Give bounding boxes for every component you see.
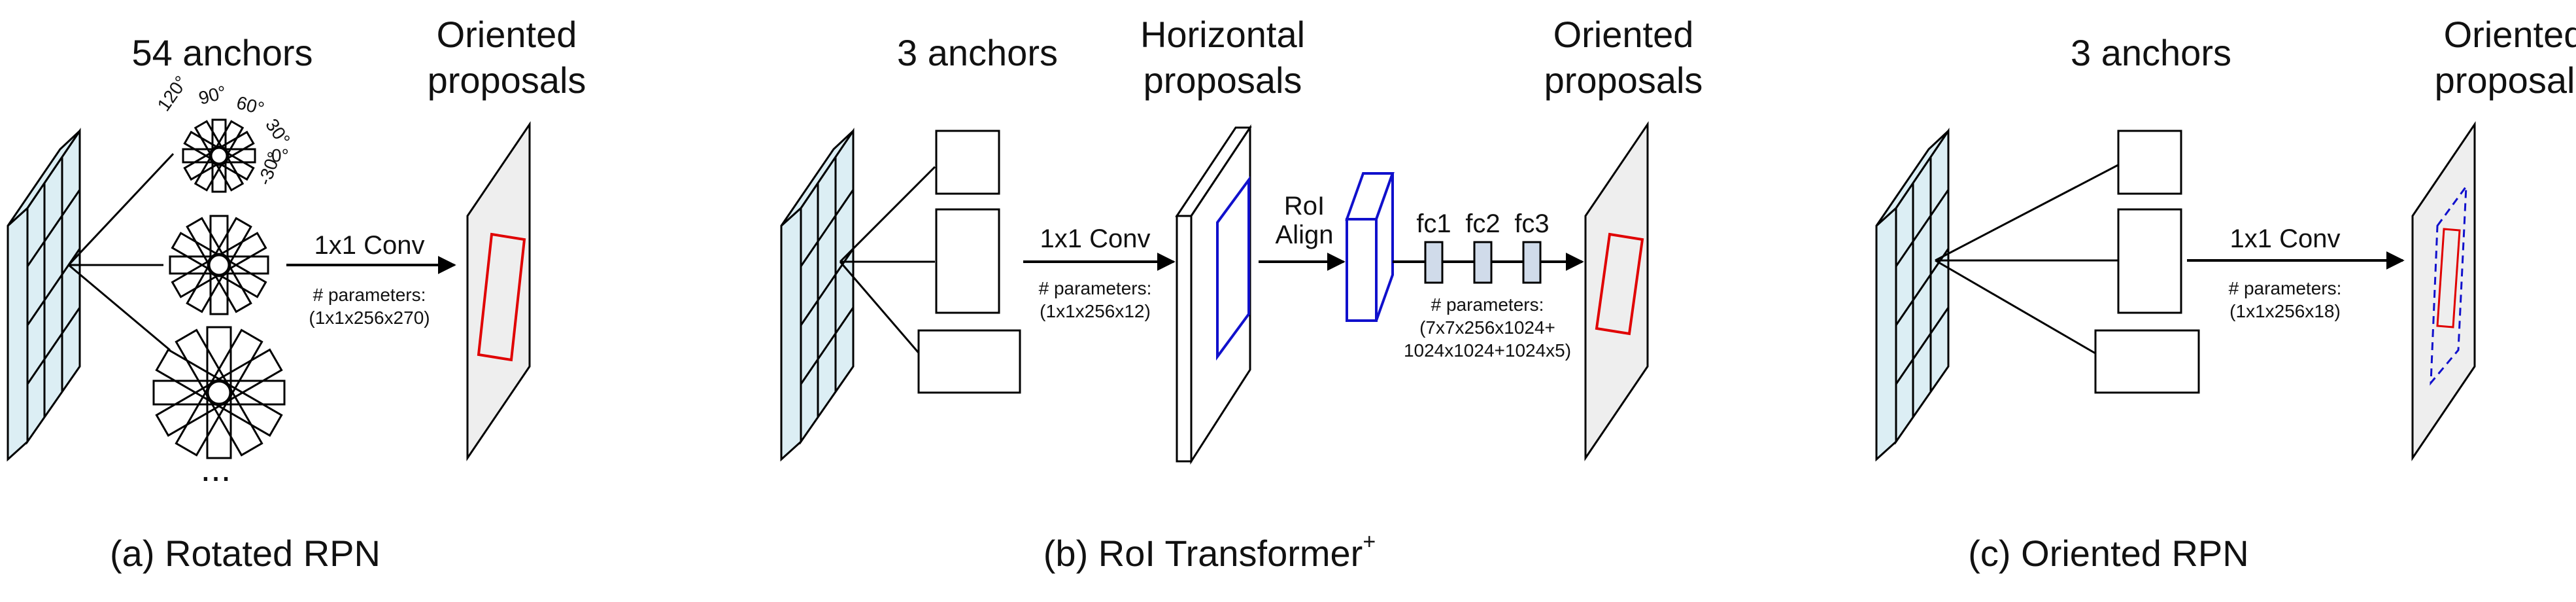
oriented-proposal-box: [2436, 228, 2461, 328]
caption-c: (c) Oriented RPN: [1968, 533, 2248, 574]
oriented-proposal-box: [1595, 232, 1644, 336]
output-title-line2: proposals: [428, 60, 586, 101]
oriented-proposal-hull: [2430, 183, 2467, 386]
conv-label: 1x1 Conv: [314, 231, 425, 260]
angle-label: 30°: [262, 115, 294, 149]
output-plane-b: [1584, 121, 1649, 461]
roi-feature-cube: [1345, 172, 1395, 322]
angle-label: 90°: [197, 82, 229, 109]
horizontal-proposal-plane: [1175, 124, 1252, 465]
fc2-block: [1473, 241, 1493, 284]
angle-label: 60°: [234, 92, 266, 119]
fc-params-value: (7x7x256x1024+: [1419, 317, 1555, 338]
anchor-links-c: [1935, 164, 2119, 355]
caption-b: (b) RoI Transformer+: [1043, 529, 1376, 574]
feature-map-b: [780, 128, 855, 462]
horizontal-proposal-box: [1216, 175, 1250, 361]
feature-map-c: [1875, 128, 1950, 462]
anchors-title: 54 anchors: [131, 32, 313, 73]
mid-title-line1: Horizontal: [1140, 14, 1305, 55]
output-title-line2: proposals: [1544, 60, 1703, 101]
output-title-line1: Oriented: [2444, 14, 2576, 55]
roi-align-label: RoI: [1284, 192, 1325, 221]
fc1-block: [1424, 241, 1444, 284]
output-title-line2: proposals: [2435, 60, 2576, 101]
rotated-anchors-small: [182, 118, 256, 193]
anchor-links-b: [839, 166, 936, 357]
horizontal-anchors: [917, 130, 1021, 394]
conv-label: 1x1 Conv: [2230, 224, 2341, 253]
mid-title-line2: proposals: [1144, 60, 1302, 101]
rotated-anchors-large: [152, 326, 286, 459]
caption-a: (a) Rotated RPN: [110, 533, 381, 574]
conv-label: 1x1 Conv: [1040, 224, 1151, 253]
angle-labels: 120° 90° 60° 30° 0° -30°: [154, 72, 294, 188]
fc-blocks: [1424, 241, 1542, 284]
panel-roi-transformer: 3 anchors 1x1 Conv # parameters: (1x1x25…: [780, 14, 1703, 574]
panel-oriented-rpn: 3 anchors 1x1 Conv # parameters: (1x1x25…: [1875, 14, 2576, 574]
anchor-links-a: [67, 152, 175, 351]
horizontal-anchors: [2094, 130, 2200, 394]
panel-rotated-rpn: 120° 90° 60° 30° 0° -30° 54 anchors ... …: [7, 14, 586, 574]
anchors-title: 3 anchors: [2071, 32, 2231, 73]
angle-label: 0°: [271, 145, 289, 166]
angle-label: -30°: [254, 149, 285, 188]
params-label: # parameters:: [1039, 278, 1152, 298]
ellipsis: ...: [201, 448, 231, 489]
feature-map-a: [7, 128, 81, 462]
fc1-label: fc1: [1416, 209, 1451, 238]
fc3-label: fc3: [1514, 209, 1549, 238]
anchors-title: 3 anchors: [897, 32, 1058, 73]
params-value: (1x1x256x270): [309, 308, 430, 328]
fc3-block: [1522, 241, 1542, 284]
output-plane-a: [466, 121, 531, 461]
output-plane-c: [2411, 121, 2476, 461]
oriented-proposal-box: [477, 232, 526, 362]
fc2-label: fc2: [1465, 209, 1500, 238]
roi-align-label: Align: [1276, 221, 1334, 249]
params-label: # parameters:: [2229, 278, 2342, 298]
rotated-anchors-medium: [169, 215, 269, 315]
params-value: (1x1x256x12): [1040, 301, 1151, 321]
fc-params-value: 1024x1024+1024x5): [1404, 340, 1571, 361]
fc-params-label: # parameters:: [1431, 294, 1544, 315]
params-label: # parameters:: [313, 285, 426, 305]
output-title-line1: Oriented: [1553, 14, 1694, 55]
output-title-line1: Oriented: [437, 14, 577, 55]
params-value: (1x1x256x18): [2229, 301, 2341, 321]
angle-label: 120°: [154, 72, 192, 115]
